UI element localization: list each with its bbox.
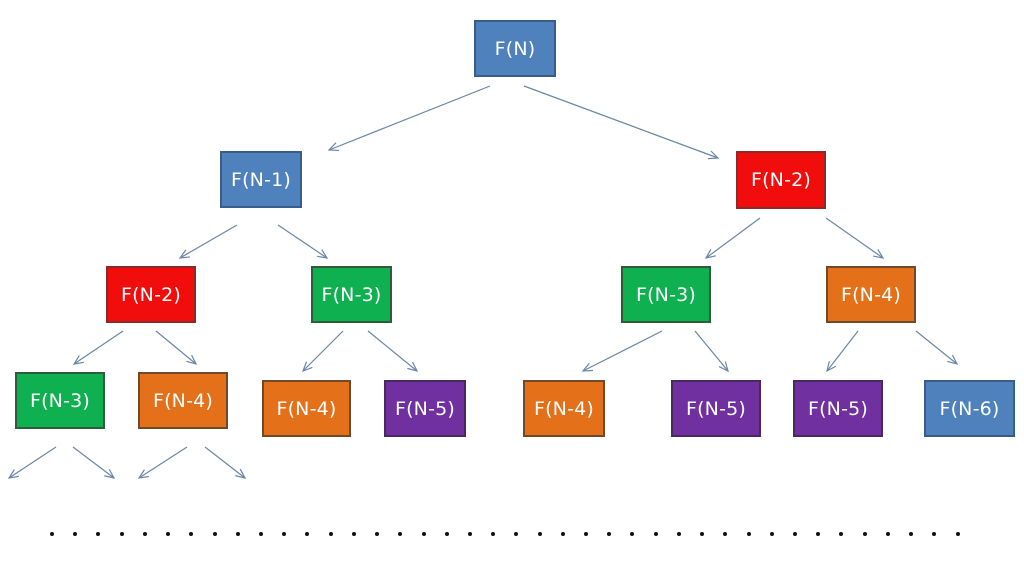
ellipsis-dot — [816, 532, 821, 536]
ellipsis-dot — [537, 532, 542, 536]
edge-arrow — [73, 330, 124, 365]
edge-arrow — [367, 330, 418, 372]
ellipsis-dot — [421, 532, 426, 536]
ellipsis-dot — [584, 532, 589, 536]
edge-arrow — [155, 330, 197, 365]
arrowhead — [301, 361, 313, 373]
ellipsis-dot — [746, 532, 751, 536]
ellipsis-dot — [351, 532, 356, 536]
arrowhead — [718, 361, 729, 373]
ellipsis-dot — [955, 532, 960, 536]
edge-arrow — [825, 217, 884, 259]
node-f-n-4: F(N-4) — [523, 380, 605, 437]
ellipsis-dot — [258, 532, 263, 536]
ellipsis-dot — [142, 532, 147, 536]
node-f-n: F(N) — [474, 20, 556, 77]
arrowhead — [137, 469, 149, 479]
node-f-n-3: F(N-3) — [621, 266, 711, 323]
arrowhead — [873, 249, 885, 259]
arrowhead — [407, 361, 419, 372]
ellipsis-dot — [96, 532, 101, 536]
ellipsis-dot — [700, 532, 705, 536]
arrowhead — [581, 362, 594, 372]
arrowhead — [7, 469, 19, 479]
ellipsis-dot — [862, 532, 867, 536]
edge-arrow — [138, 446, 188, 479]
arrowhead — [327, 142, 340, 152]
node-f-n-1: F(N-1) — [220, 151, 302, 208]
ellipsis-dot — [514, 532, 519, 536]
ellipsis-dot — [607, 532, 612, 536]
ellipsis-dot — [189, 532, 194, 536]
arrowhead — [104, 468, 116, 479]
node-f-n-6: F(N-6) — [924, 380, 1015, 437]
edge-arrow — [302, 330, 344, 372]
ellipsis-dot — [50, 532, 54, 536]
ellipsis-dot — [560, 532, 565, 536]
node-f-n-4: F(N-4) — [262, 380, 351, 437]
node-f-n-2: F(N-2) — [106, 266, 196, 323]
node-f-n-5: F(N-5) — [671, 380, 761, 437]
edge-arrow — [328, 85, 491, 151]
arrowhead — [317, 249, 329, 259]
ellipsis-dot — [839, 532, 844, 536]
node-f-n-3: F(N-3) — [311, 266, 392, 323]
arrowhead — [707, 150, 720, 160]
edge-arrow — [915, 330, 958, 365]
arrowhead — [826, 361, 837, 373]
node-f-n-4: F(N-4) — [826, 266, 916, 323]
edge-arrow — [179, 224, 238, 259]
node-f-n-5: F(N-5) — [384, 380, 466, 437]
edge-arrow — [694, 330, 729, 372]
edge-arrow — [72, 446, 115, 479]
ellipsis-dot — [375, 532, 380, 536]
node-f-n-3: F(N-3) — [15, 372, 105, 429]
ellipsis-dot — [328, 532, 333, 536]
ellipsis-dot — [212, 532, 217, 536]
arrowhead — [178, 249, 191, 259]
edge-arrow — [523, 85, 719, 159]
ellipsis-dot — [769, 532, 774, 536]
arrowhead — [947, 354, 959, 365]
node-f-n-2: F(N-2) — [736, 151, 826, 209]
arrowhead — [72, 355, 84, 365]
edge-arrow — [826, 330, 859, 372]
edge-arrow — [705, 217, 761, 259]
ellipsis-dot — [282, 532, 287, 536]
edge-arrow — [277, 224, 328, 259]
ellipsis-dot — [885, 532, 890, 536]
node-f-n-4: F(N-4) — [138, 372, 228, 429]
ellipsis-dot — [235, 532, 240, 536]
arrowhead — [235, 468, 247, 479]
ellipsis-dot — [932, 532, 937, 536]
ellipsis-dot — [166, 532, 171, 536]
edge-arrow — [582, 330, 663, 372]
ellipsis-dot — [723, 532, 728, 536]
ellipsis-dot — [444, 532, 449, 536]
node-f-n-5: F(N-5) — [793, 380, 883, 437]
arrowhead — [704, 248, 716, 259]
ellipsis-dot — [119, 532, 124, 536]
continuation-ellipsis — [50, 524, 960, 544]
ellipsis-dot — [793, 532, 797, 536]
ellipsis-dot — [676, 532, 681, 536]
ellipsis-dot — [467, 532, 472, 536]
ellipsis-dot — [398, 532, 403, 536]
ellipsis-dot — [305, 532, 310, 536]
ellipsis-dot — [630, 532, 635, 536]
ellipsis-dot — [491, 532, 496, 536]
ellipsis-dot — [909, 532, 914, 536]
edge-arrow — [204, 446, 246, 479]
ellipsis-dot — [653, 532, 658, 536]
edge-arrow — [8, 446, 57, 479]
ellipsis-dot — [73, 532, 78, 536]
arrowhead — [186, 354, 198, 365]
